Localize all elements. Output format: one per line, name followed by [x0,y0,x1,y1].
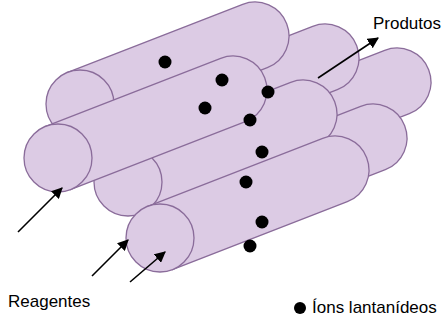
ion-dot [256,146,269,159]
ion-dot [159,56,172,69]
ion-dot [244,114,257,127]
ion-dot [262,86,275,99]
tube-opening [126,204,194,272]
legend-text: Íons lantanídeos [312,298,437,318]
reagent-arrow [92,240,128,276]
tubes [24,2,431,272]
reagent-arrow [130,252,165,282]
legend-swatch [294,302,306,314]
product-arrow [318,38,378,78]
tube-opening [24,124,92,192]
tube [24,56,267,192]
ion-dot [240,176,253,189]
reagent-arrow [18,188,62,232]
ion-dot [199,102,212,115]
legend-entry: Íons lantanídeos [294,298,437,318]
flow-label: Produtos [373,14,441,34]
flow-arrows [18,38,378,282]
ion-dot [256,216,269,229]
lanthanide-ions [159,56,275,253]
ion-dot [244,240,257,253]
tube [126,136,369,272]
flow-label: Reagentes [8,292,90,312]
ion-dot [216,74,229,87]
